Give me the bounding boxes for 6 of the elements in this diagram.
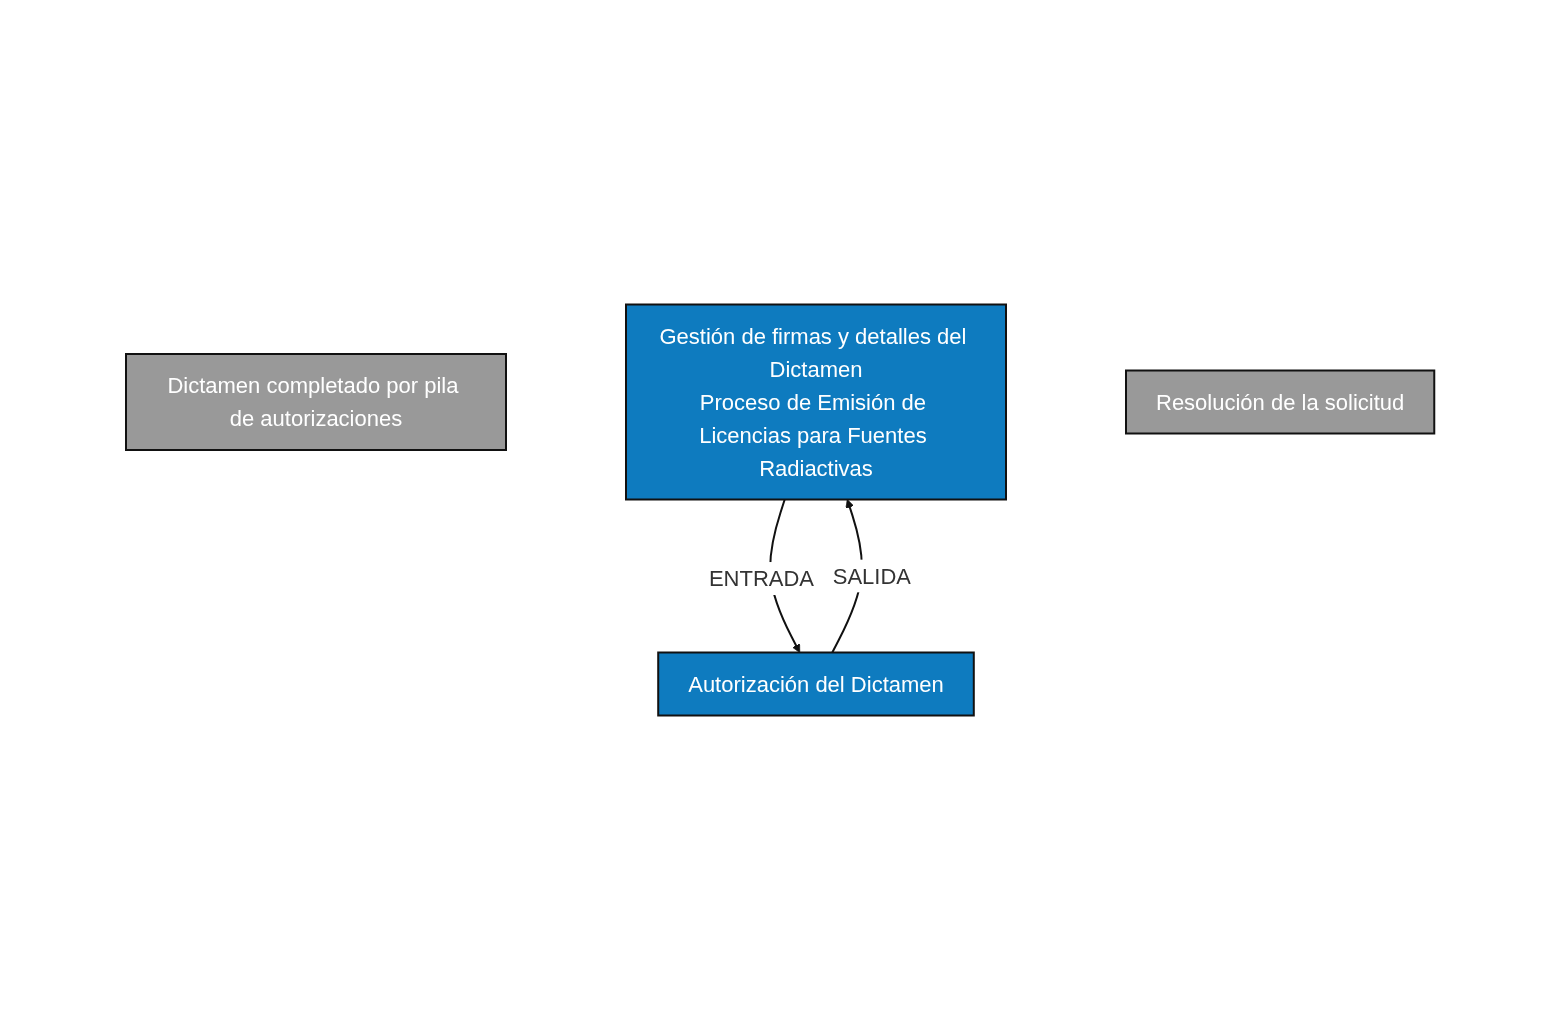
edge-label: ENTRADA bbox=[709, 566, 815, 592]
node-box: Gestión de firmas y detalles del Dictamen Proceso de Emisión de Licencias para Fuentes Radiactivas bbox=[625, 303, 1008, 501]
node-box: Resolución de la solicitud bbox=[1125, 369, 1436, 435]
node-box: Autorización del Dictamen bbox=[657, 651, 976, 717]
edge-label: SALIDA bbox=[833, 563, 912, 589]
node-box: Dictamen completado por pila de autorizaciones bbox=[125, 353, 508, 451]
